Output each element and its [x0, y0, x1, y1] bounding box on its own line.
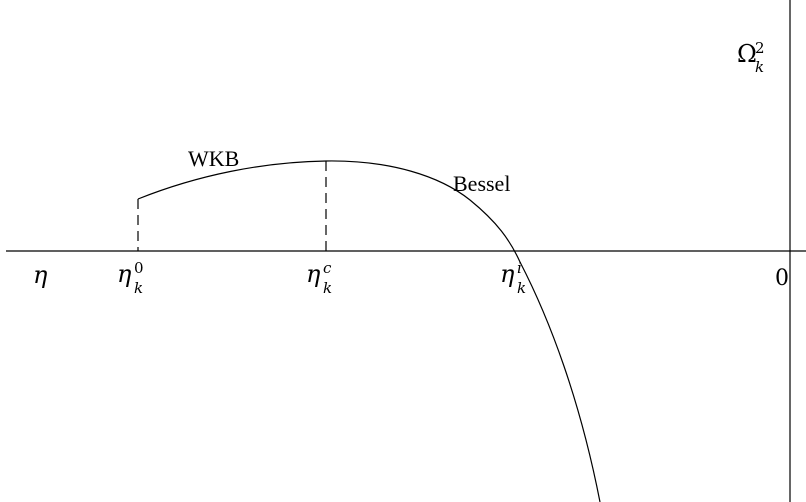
svg-text:k: k	[517, 279, 526, 297]
bessel-label: Bessel	[453, 171, 510, 196]
etac-tick-label: η k c	[306, 259, 332, 297]
svg-text:η: η	[500, 260, 515, 288]
svg-text:k: k	[323, 279, 332, 297]
wkb-label: WKB	[188, 146, 239, 171]
svg-text:Ω: Ω	[737, 40, 757, 68]
svg-text:k: k	[134, 279, 143, 297]
svg-text:2: 2	[755, 39, 765, 57]
omega-squared-curve	[137, 160, 601, 502]
omega-squared-label: Ω k 2	[737, 39, 765, 76]
svg-text:k: k	[755, 58, 764, 76]
eta-axis-label: η	[33, 261, 48, 289]
eta0-tick-label: η k 0	[117, 259, 144, 297]
etai-tick-label: η k i	[500, 259, 526, 297]
svg-text:i: i	[517, 259, 522, 277]
svg-text:η: η	[117, 260, 132, 288]
svg-text:0: 0	[134, 259, 144, 277]
svg-text:η: η	[306, 260, 321, 288]
origin-label: 0	[775, 266, 789, 291]
svg-text:c: c	[323, 259, 332, 277]
